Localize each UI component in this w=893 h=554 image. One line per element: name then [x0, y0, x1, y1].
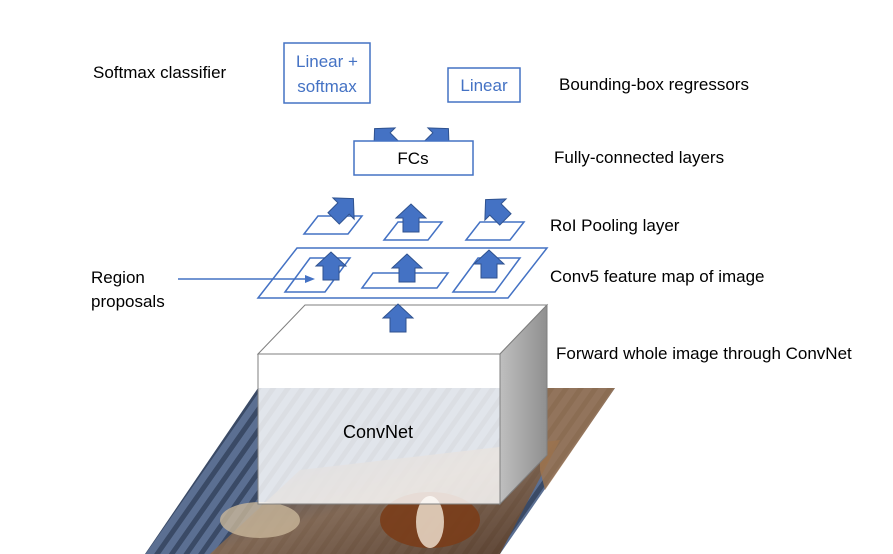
forward-image-label: Forward whole image through ConvNet — [556, 344, 852, 363]
region-proposal-box — [283, 257, 352, 293]
arrow-conv5-to-roi-right — [473, 249, 505, 279]
linear-label: Linear — [460, 76, 508, 95]
softmax-classifier-label: Softmax classifier — [93, 63, 227, 82]
roi-pooling-layer-label: RoI Pooling layer — [550, 216, 680, 235]
linear-softmax-box: Linear + softmax — [283, 42, 371, 104]
region-proposals-pointer — [178, 275, 315, 283]
region-proposal-box — [360, 272, 450, 289]
fully-connected-layers-label: Fully-connected layers — [554, 148, 724, 167]
region-proposals-label-line1: Region — [91, 268, 145, 287]
linear-softmax-label-line2: softmax — [297, 77, 357, 96]
arrow-conv5-to-roi-left — [315, 251, 347, 281]
region-proposal-box — [451, 257, 522, 293]
linear-softmax-label-line1: Linear + — [296, 52, 358, 71]
fcs-box: FCs — [353, 140, 474, 176]
roi-pooled-regions — [302, 215, 526, 241]
region-proposals-label-line2: proposals — [91, 292, 165, 311]
bounding-box-regressors-label: Bounding-box regressors — [559, 75, 749, 94]
arrow-conv5-to-roi-center — [391, 253, 423, 283]
convnet-label: ConvNet — [343, 422, 413, 442]
conv5-feature-map — [256, 247, 549, 299]
convnet-block: ConvNet — [256, 303, 549, 506]
linear-box: Linear — [447, 67, 521, 103]
conv5-feature-map-label: Conv5 feature map of image — [550, 267, 765, 286]
fcs-label: FCs — [397, 149, 428, 168]
